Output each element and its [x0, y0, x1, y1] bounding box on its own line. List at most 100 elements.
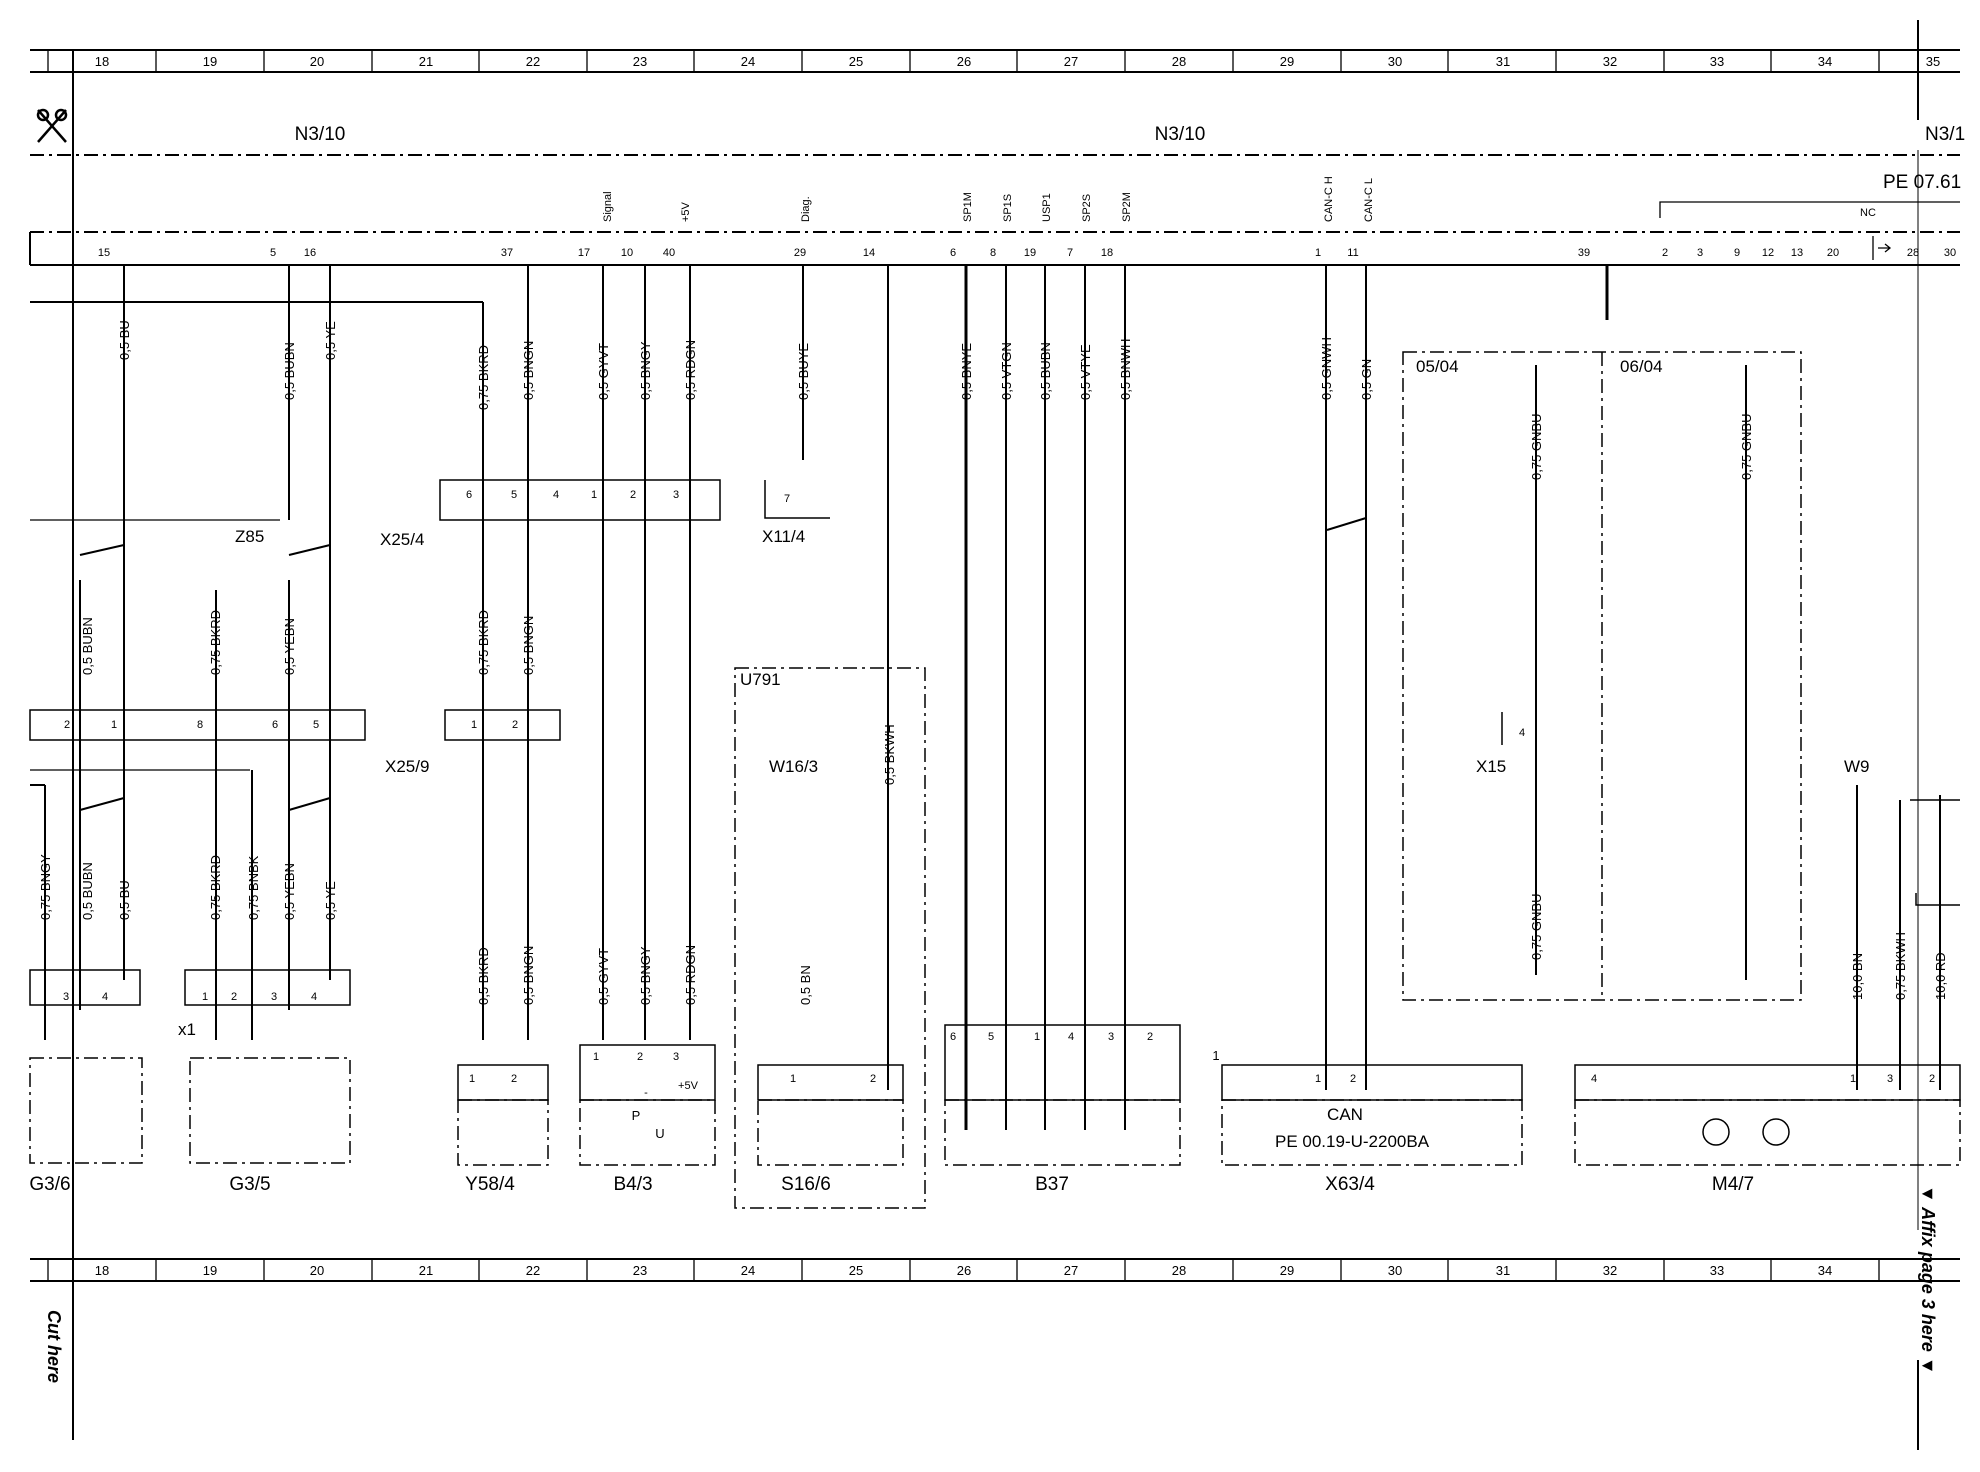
- pin-m4-7: 1: [1850, 1073, 1856, 1085]
- pin-number-top: 7: [1067, 247, 1073, 259]
- pin-x25-9: 2: [512, 719, 518, 731]
- pin-number-top: 14: [863, 247, 875, 259]
- pin-m4-7: 4: [1591, 1073, 1597, 1085]
- pin-b37: 6: [950, 1031, 956, 1043]
- wire-label: 0,75 GNBU: [1739, 414, 1754, 480]
- wire-label: 10,0 BN: [1850, 953, 1865, 1000]
- connector-06-04: 06/04: [1620, 357, 1663, 376]
- wire-label: 0,5 YE: [323, 321, 338, 360]
- pin-g3-5: 2: [231, 991, 237, 1003]
- ruler-number-top: 31: [1496, 54, 1510, 69]
- pe-reference-top: PE 07.61: [1883, 172, 1961, 193]
- pin-number-top: 8: [990, 247, 996, 259]
- wire-label: 0,75 BKRD: [476, 345, 491, 410]
- ruler-number-bottom: 25: [849, 1263, 863, 1278]
- wire-label: 0,5 BNGN: [521, 341, 536, 400]
- pin-number-top: 19: [1024, 247, 1036, 259]
- nc-label: NC: [1860, 207, 1876, 219]
- signal-label: SP2M: [1121, 192, 1133, 222]
- pin-number-top: 10: [621, 247, 633, 259]
- ruler-number-bottom: 31: [1496, 1263, 1510, 1278]
- module-label-right: N3/1: [1925, 124, 1965, 145]
- pin-g3-6: 4: [102, 991, 108, 1003]
- pin-x25-9: 2: [64, 719, 70, 731]
- pin-x25-9: 6: [272, 719, 278, 731]
- connector-z85: Z85: [235, 527, 264, 546]
- signal-label: CAN-C L: [1363, 178, 1375, 222]
- ruler-number-bottom: 27: [1064, 1263, 1078, 1278]
- wire-label: 0,5 YEBN: [282, 618, 297, 675]
- wire-label: 0,5 BUBN: [1038, 342, 1053, 400]
- pin-x15: 4: [1519, 727, 1525, 739]
- component-label: B4/3: [613, 1174, 652, 1195]
- wire-label: 0,5 RDGN: [683, 945, 698, 1005]
- pin-b4-3: 1: [593, 1051, 599, 1063]
- module-label-left: N3/10: [295, 124, 346, 145]
- pin-number-top: 6: [950, 247, 956, 259]
- ruler-number-bottom: 22: [526, 1263, 540, 1278]
- signal-label: +5V: [680, 201, 692, 222]
- ruler-number-top: 21: [419, 54, 433, 69]
- pin-x63-4: 2: [1350, 1073, 1356, 1085]
- wire-label: 0,5 BUBN: [80, 617, 95, 675]
- wire-label: 0,5 BN: [798, 965, 813, 1005]
- ruler-number-bottom: 23: [633, 1263, 647, 1278]
- pin-number-top: 9: [1734, 247, 1740, 259]
- pin-x25-4: 1: [591, 489, 597, 501]
- pin-number-top: 30: [1944, 247, 1956, 259]
- ruler-number-top: 18: [95, 54, 109, 69]
- ruler-number-top: 25: [849, 54, 863, 69]
- ruler-number-bottom: 26: [957, 1263, 971, 1278]
- signal-label: Signal: [602, 191, 614, 222]
- component-label: Y58/4: [465, 1174, 515, 1195]
- b4-p-label: P: [632, 1108, 641, 1123]
- pin-number-top: 5: [270, 247, 276, 259]
- module-label-mid: N3/10: [1155, 124, 1206, 145]
- pin-number-top: 20: [1827, 247, 1839, 259]
- ruler-number-bottom: 34: [1818, 1263, 1832, 1278]
- ruler-number-top: 32: [1603, 54, 1617, 69]
- ruler-number-top: 22: [526, 54, 540, 69]
- signal-label: Diag.: [800, 196, 812, 222]
- pin-s16-6: 1: [790, 1073, 796, 1085]
- wire-label: 0,5 BKWH: [882, 724, 897, 785]
- pin-b4-3: -: [644, 1087, 648, 1099]
- ruler-number-bottom: 19: [203, 1263, 217, 1278]
- connector-x15: X15: [1476, 757, 1506, 776]
- ruler-number-top: 23: [633, 54, 647, 69]
- pin-number-top: 12: [1762, 247, 1774, 259]
- ruler-number-bottom: 28: [1172, 1263, 1186, 1278]
- ruler-number-top: 24: [741, 54, 755, 69]
- wire-label: 0,75 BNGY: [38, 854, 53, 920]
- pin-number-top: 37: [501, 247, 513, 259]
- ruler-number-top: 29: [1280, 54, 1294, 69]
- pin-number-top: 2: [1662, 247, 1668, 259]
- connector-x1: x1: [178, 1020, 196, 1039]
- pin-b4-3: 2: [637, 1051, 643, 1063]
- connector-05-04: 05/04: [1416, 357, 1459, 376]
- wire-label: 0,5 BNGN: [521, 946, 536, 1005]
- pin-number-top: 29: [794, 247, 806, 259]
- component-label: X63/4: [1325, 1174, 1375, 1195]
- ruler-number-bottom: 21: [419, 1263, 433, 1278]
- ruler-number-top: 28: [1172, 54, 1186, 69]
- ruler-number-bottom: 30: [1388, 1263, 1402, 1278]
- component-label: S16/6: [781, 1174, 831, 1195]
- wire-label: 0,75 BNBK: [246, 855, 261, 920]
- pin-number-top: 17: [578, 247, 590, 259]
- pin-number-top: 18: [1101, 247, 1113, 259]
- pin-g3-5: 1: [202, 991, 208, 1003]
- pin-number-top: 40: [663, 247, 675, 259]
- pin-x25-4: 4: [553, 489, 559, 501]
- ruler-number-top: 20: [310, 54, 324, 69]
- wire-label: 0,5 YEBN: [282, 863, 297, 920]
- ruler-number-bottom: 33: [1710, 1263, 1724, 1278]
- ruler-number-bottom: 20: [310, 1263, 324, 1278]
- pin-number-top: 39: [1578, 247, 1590, 259]
- ruler-number-top: 33: [1710, 54, 1724, 69]
- wire-label: 0,75 GNBU: [1529, 414, 1544, 480]
- pin-number-top: 15: [98, 247, 110, 259]
- signal-label: SP1S: [1002, 194, 1014, 222]
- ruler-number-top: 19: [203, 54, 217, 69]
- pin-x25-9: 8: [197, 719, 203, 731]
